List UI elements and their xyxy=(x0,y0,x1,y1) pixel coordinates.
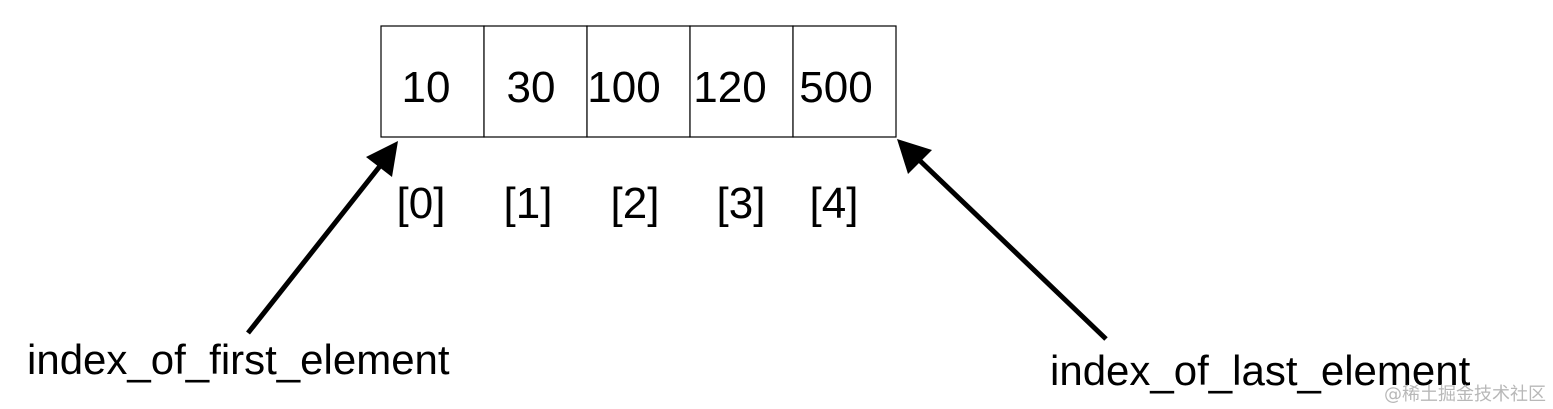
index-label-3: [3] xyxy=(717,179,766,228)
arrow-shaft xyxy=(913,154,1108,341)
cell-box xyxy=(483,25,588,138)
arrow-first-element xyxy=(246,141,398,335)
index-label-2: [2] xyxy=(611,179,660,228)
index-label-0: [0] xyxy=(397,179,446,228)
cell-value: 30 xyxy=(507,63,556,112)
index-labels: [0] [1] [2] [3] [4] xyxy=(397,179,859,228)
array-cell-2: 100 xyxy=(586,25,691,138)
watermark: @稀土掘金技术社区 xyxy=(1384,384,1546,405)
array-cell-1: 30 xyxy=(483,25,588,138)
index-label-4: [4] xyxy=(810,179,859,228)
cell-value: 10 xyxy=(402,63,451,112)
array-cell-4: 500 xyxy=(792,25,897,138)
arrow-shaft xyxy=(246,164,382,335)
array-cell-3: 120 xyxy=(689,25,794,138)
index-label-1: [1] xyxy=(504,179,553,228)
array-cells: 10 30 100 120 500 xyxy=(380,25,897,138)
array-cell-0: 10 xyxy=(380,25,485,138)
arrowhead-icon xyxy=(897,139,932,174)
cell-box xyxy=(380,25,485,138)
cell-value: 100 xyxy=(587,63,660,112)
label-index-of-first-element: index_of_first_element xyxy=(27,336,450,383)
cell-box xyxy=(586,25,691,138)
cell-value: 120 xyxy=(693,63,766,112)
arrowhead-icon xyxy=(366,141,398,177)
arrow-last-element xyxy=(897,139,1108,341)
cell-value: 500 xyxy=(799,63,872,112)
cell-box xyxy=(689,25,794,138)
cell-box xyxy=(792,25,897,138)
label-index-of-last-element: index_of_last_element xyxy=(1050,347,1471,394)
